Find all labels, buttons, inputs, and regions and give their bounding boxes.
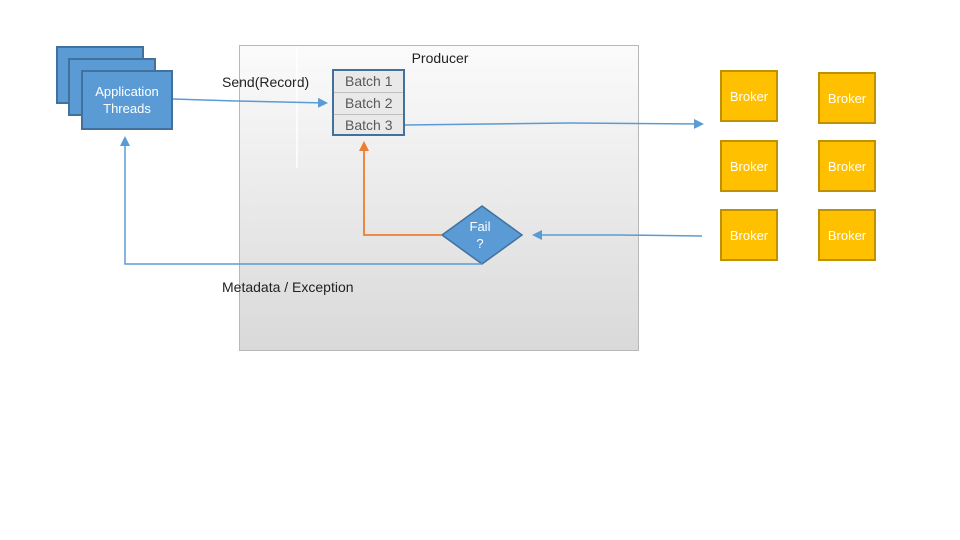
broker-response-arrow [532,230,703,240]
batch-3: Batch 3 [345,117,393,133]
batch-2: Batch 2 [334,93,403,115]
retry-arrow [359,141,442,236]
producer-title: Producer [411,50,469,66]
broker-5: Broker [720,209,778,261]
batch-stack: Batch 1 Batch 2 Batch 3 [332,69,405,136]
application-threads-line2: Threads [103,101,151,116]
batch-1: Batch 1 [334,71,403,93]
metadata-exception-label: Metadata / Exception [222,279,354,295]
send-record-label: Send(Record) [222,74,310,90]
batch-to-broker-arrow [404,118,704,129]
metadata-return-arrow [120,136,482,265]
producer-container [239,45,639,351]
send-arrow [172,97,328,108]
application-threads-box: Application Threads [81,70,173,130]
application-threads-line1: Application [95,84,159,99]
broker-4: Broker [818,140,876,192]
fail-label-line1: Fail [469,219,491,234]
fail-label: Fail ? [460,218,500,252]
broker-3: Broker [720,140,778,192]
fail-label-line2: ? [476,236,484,251]
broker-2: Broker [818,72,876,124]
broker-1: Broker [720,70,778,122]
broker-6: Broker [818,209,876,261]
